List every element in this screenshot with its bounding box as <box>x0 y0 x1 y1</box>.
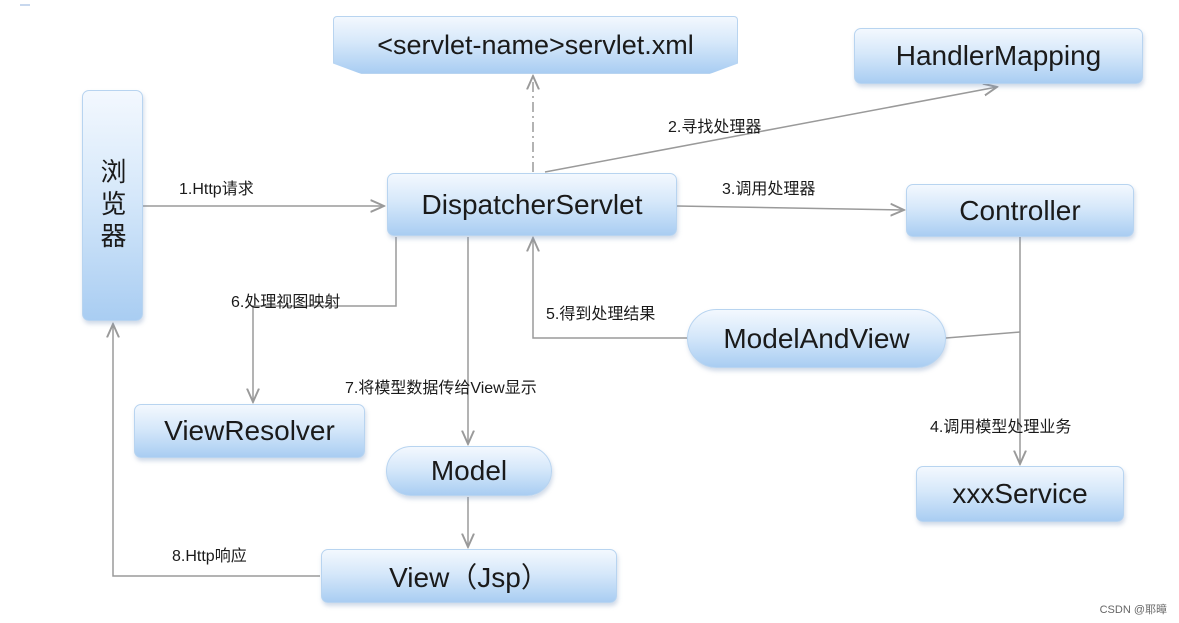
edge-7-label: 7.将模型数据传给View显示 <box>345 380 537 397</box>
dispatcher-servlet-node: DispatcherServlet <box>387 173 677 236</box>
model-node: Model <box>386 446 552 496</box>
model-and-view-node: ModelAndView <box>687 309 946 368</box>
browser-node: 浏览器 <box>82 90 143 321</box>
view-resolver-node: ViewResolver <box>134 404 365 458</box>
edge-2-arrow <box>544 87 997 173</box>
edge-8-arrow <box>113 324 320 577</box>
edge-5-label: 5.得到处理结果 <box>546 306 656 323</box>
corner-mark <box>20 4 30 6</box>
edge-1-label: 1.Http请求 <box>179 181 254 198</box>
view-jsp-node: View（Jsp） <box>321 549 617 603</box>
edge-4-label: 4.调用模型处理业务 <box>930 419 1072 436</box>
edge-6-label: 6.处理视图映射 <box>231 294 341 311</box>
handler-mapping-node: HandlerMapping <box>854 28 1143 84</box>
edge-5-arrow <box>945 331 1021 339</box>
edge-3-label: 3.调用处理器 <box>722 181 816 198</box>
edge-2-label: 2.寻找处理器 <box>668 119 762 136</box>
watermark: CSDN @耶暲 <box>1099 604 1167 616</box>
edge-3-arrow <box>676 206 904 210</box>
edge-6-arrow <box>253 237 397 402</box>
edge-8-label: 8.Http响应 <box>172 548 247 565</box>
controller-node: Controller <box>906 184 1134 237</box>
servlet-xml-node: <servlet-name>servlet.xml <box>333 16 738 74</box>
xxx-service-node: xxxService <box>916 466 1124 522</box>
